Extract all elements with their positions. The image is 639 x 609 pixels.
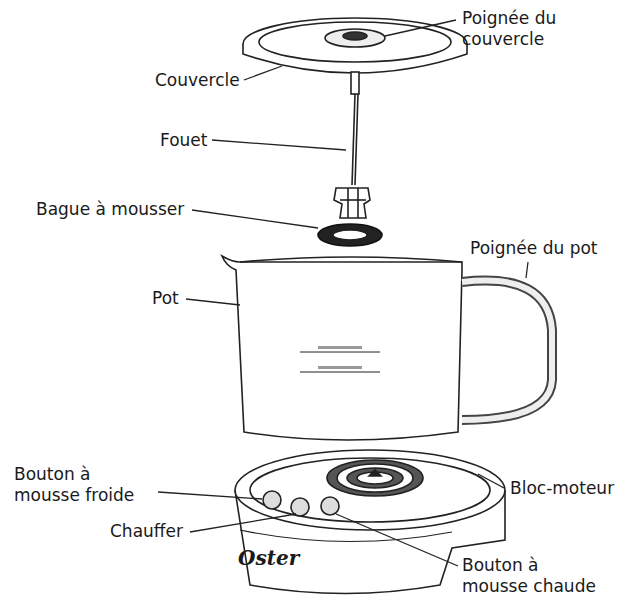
brand-logo: Oster: [238, 548, 299, 569]
part-label: Poignée du pot: [470, 238, 597, 259]
part-label: Couvercle: [155, 70, 240, 91]
part-label: Poignée du couvercle: [462, 8, 574, 50]
part-label: Bloc-moteur: [510, 478, 614, 499]
part-label: Bouton à mousse froide: [14, 464, 159, 506]
part-label: Chauffer: [110, 521, 183, 542]
part-label: Pot: [152, 288, 179, 309]
part-label: Fouet: [160, 130, 207, 151]
part-label: Bague à mousser: [36, 199, 184, 220]
part-label: Bouton à mousse chaude: [462, 555, 607, 597]
